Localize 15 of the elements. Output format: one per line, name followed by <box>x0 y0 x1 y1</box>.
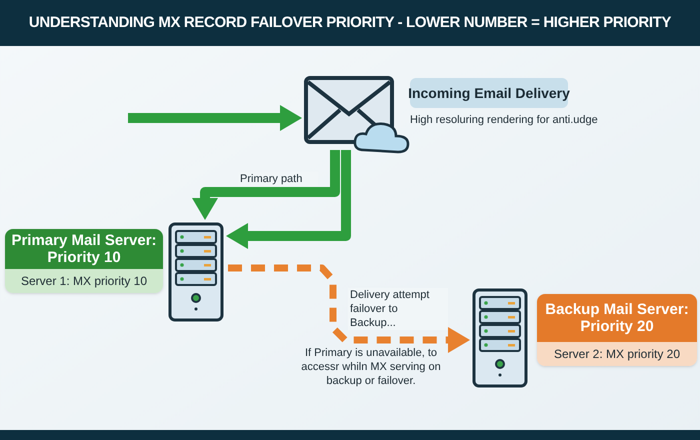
subtitle-text: High resoluring rendering for anti.udge <box>410 113 598 128</box>
note-text: If Primary is unavailable, to accessr whiln MX serving on backup or failover. <box>300 346 442 388</box>
card-subtitle: Server 2: MX priority 20 <box>537 342 697 366</box>
server-label-card <box>537 294 697 366</box>
arrow <box>228 264 470 353</box>
card-heading: Primary Mail Server: Priority 10 <box>5 229 163 269</box>
server-label-card <box>5 229 163 293</box>
edge-label: Delivery attempt failover to Backup... <box>348 288 448 330</box>
card-heading: Backup Mail Server: Priority 20 <box>537 294 697 342</box>
card-subtitle: Server 1: MX priority 10 <box>5 269 163 293</box>
arrow <box>192 150 340 220</box>
arrow <box>128 105 302 131</box>
heading-badge: Incoming Email Delivery <box>410 78 568 108</box>
arrow <box>226 150 351 249</box>
title-banner: UNDERSTANDING MX RECORD FAILOVER PRIORITY - LOWER NUMBER = HIGHER PRIORITY <box>0 0 700 46</box>
